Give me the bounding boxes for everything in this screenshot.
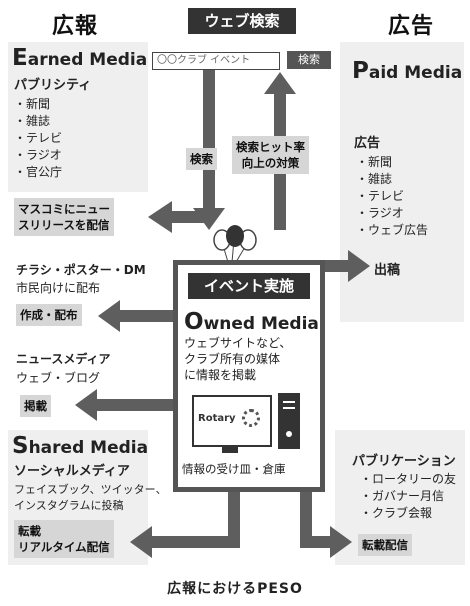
shared-tag-line-1: 転載 [18,524,41,538]
rotary-wheel-icon [242,409,260,427]
event-label: イベント実施 [188,273,310,299]
publication-title: パブリケーション [352,454,456,469]
news-media-title: ニュースメディア [16,352,111,366]
list-item: ・テレビ [14,131,63,145]
monitor-icon: Rotary [192,395,272,447]
publication-list: ・ロータリーの友 ・ガバナー月信 ・クラブ会報 [360,471,456,522]
press-release-tag: マスコミにニュー スリリースを配信 [14,198,114,236]
search-button[interactable]: 検索 [287,51,331,69]
list-item: ・ラジオ [356,206,404,220]
news-media-subtitle: ウェブ・ブログ [16,371,101,385]
monitor-stand [222,447,238,453]
owned-footer: 情報の受け皿・倉庫 [182,462,286,476]
owned-title: Owned Media [184,309,319,335]
paid-list: ・新聞 ・雑誌 ・テレビ ・ラジオ ・ウェブ広告 [356,154,428,239]
flyer-title: チラシ・ポスター・DM [16,263,146,277]
owned-desc: ウェブサイトなど、 クラブ所有の媒体 に情報を掲載 [184,335,291,383]
press-release-line-1: マスコミにニュー [18,202,110,216]
list-item: ・雑誌 [14,114,51,128]
paid-tag: 出稿 [374,263,401,278]
press-release-line-2: スリリースを配信 [18,218,110,232]
search-arrow-label: 検索 [186,148,217,170]
shared-line-1: フェイスブック、ツイッター、 [14,483,167,496]
hit-rate-line-1: 検索ヒット率 [236,140,305,154]
paid-subtitle: 広告 [354,136,381,151]
earned-subtitle: パブリシティ [14,78,92,93]
news-media-tag: 掲載 [20,395,51,417]
list-item: ・雑誌 [356,172,393,186]
list-item: ・ガバナー月信 [360,489,445,503]
hit-rate-line-2: 向上の対策 [241,156,300,170]
kokoku-title: 広告 [388,14,435,39]
earned-list: ・新聞 ・雑誌 ・テレビ ・ラジオ ・官公庁 [14,96,62,181]
shared-title-rest: hared Media [28,438,149,458]
list-item: ・ウェブ広告 [356,223,429,237]
list-item: ・クラブ会報 [360,506,433,520]
earned-title: Earned Media [12,45,147,71]
list-item: ・テレビ [356,189,405,203]
owned-desc-line-3: に情報を掲載 [184,368,257,382]
rotary-text: Rotary [198,413,236,424]
shared-title: Shared Media [12,433,148,459]
list-item: ・ロータリーの友 [360,472,457,486]
owned-media-box: イベント実施 Owned Media ウェブサイトなど、 クラブ所有の媒体 に情… [173,260,325,492]
caption: 広報におけるPESO [167,581,303,597]
paid-title-cap: P [352,58,369,84]
earned-panel [8,42,148,192]
flyer-tag: 作成・配布 [16,304,82,326]
shared-tag-line-2: リアルタイム配信 [18,540,110,554]
owned-desc-line-2: クラブ所有の媒体 [184,352,281,366]
shared-subtitle: ソーシャルメディア [14,464,130,479]
shared-tag: 転載 リアルタイム配信 [14,520,114,558]
web-search-title: ウェブ検索 [188,8,296,34]
hit-rate-label: 検索ヒット率 向上の対策 [232,136,309,174]
list-item: ・官公庁 [14,165,63,179]
owned-desc-line-1: ウェブサイトなど、 [184,336,292,350]
paid-title-rest: aid Media [368,63,463,83]
list-item: ・新聞 [14,97,51,111]
list-item: ・新聞 [356,155,393,169]
pc-tower-icon [278,393,300,449]
earned-title-cap: E [12,45,28,71]
tower-slot [283,407,295,409]
owned-title-cap: O [184,309,204,335]
tower-button [286,431,292,437]
paid-panel [340,42,464,322]
list-item: ・ラジオ [14,148,62,162]
paid-title: Paid Media [352,58,462,84]
balloons-icon [213,225,257,263]
search-input[interactable]: 〇〇クラブ イベント [152,52,280,70]
koho-title: 広報 [52,14,99,39]
owned-title-rest: wned Media [203,314,319,334]
tower-slot [283,401,295,403]
publication-tag: 転載配信 [358,534,412,556]
shared-title-cap: S [12,433,29,459]
shared-line-2: インスタグラムに投稿 [14,499,124,512]
flyer-subtitle: 市民向けに配布 [16,281,101,295]
earned-title-rest: arned Media [27,50,148,70]
